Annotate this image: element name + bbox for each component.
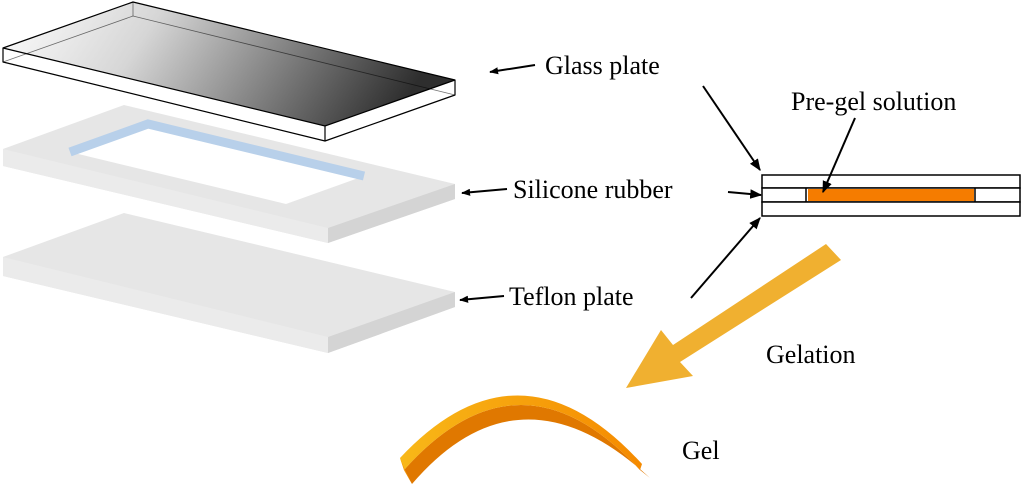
- teflon-plate-arrow: [459, 295, 505, 303]
- silicone-to-section-arrow: [727, 189, 763, 199]
- gel-label: Gel: [682, 436, 720, 465]
- gelation-arrow: [626, 244, 841, 388]
- leader-arrows: [459, 64, 856, 303]
- mold-cross-section: [761, 174, 1021, 217]
- silicone-rubber-label: Silicone rubber: [513, 175, 673, 204]
- gel-shape: [400, 395, 650, 484]
- gelation-label: Gelation: [766, 340, 856, 369]
- pre-gel-solution-layer: [808, 189, 974, 201]
- pre-gel-arrow: [822, 117, 856, 194]
- glass-plate-arrow: [489, 64, 536, 75]
- teflon-plate-label: Teflon plate: [509, 282, 634, 311]
- glass-plate: [2, 1, 456, 142]
- glass-to-section-arrow: [702, 85, 761, 171]
- silicone-rubber-arrow: [461, 188, 508, 196]
- teflon-plate: [3, 213, 455, 353]
- teflon-to-section-arrow: [690, 217, 761, 299]
- pre-gel-solution-label: Pre-gel solution: [791, 87, 957, 116]
- glass-plate-label: Glass plate: [545, 51, 660, 80]
- silicone-rubber-frame: [3, 105, 455, 243]
